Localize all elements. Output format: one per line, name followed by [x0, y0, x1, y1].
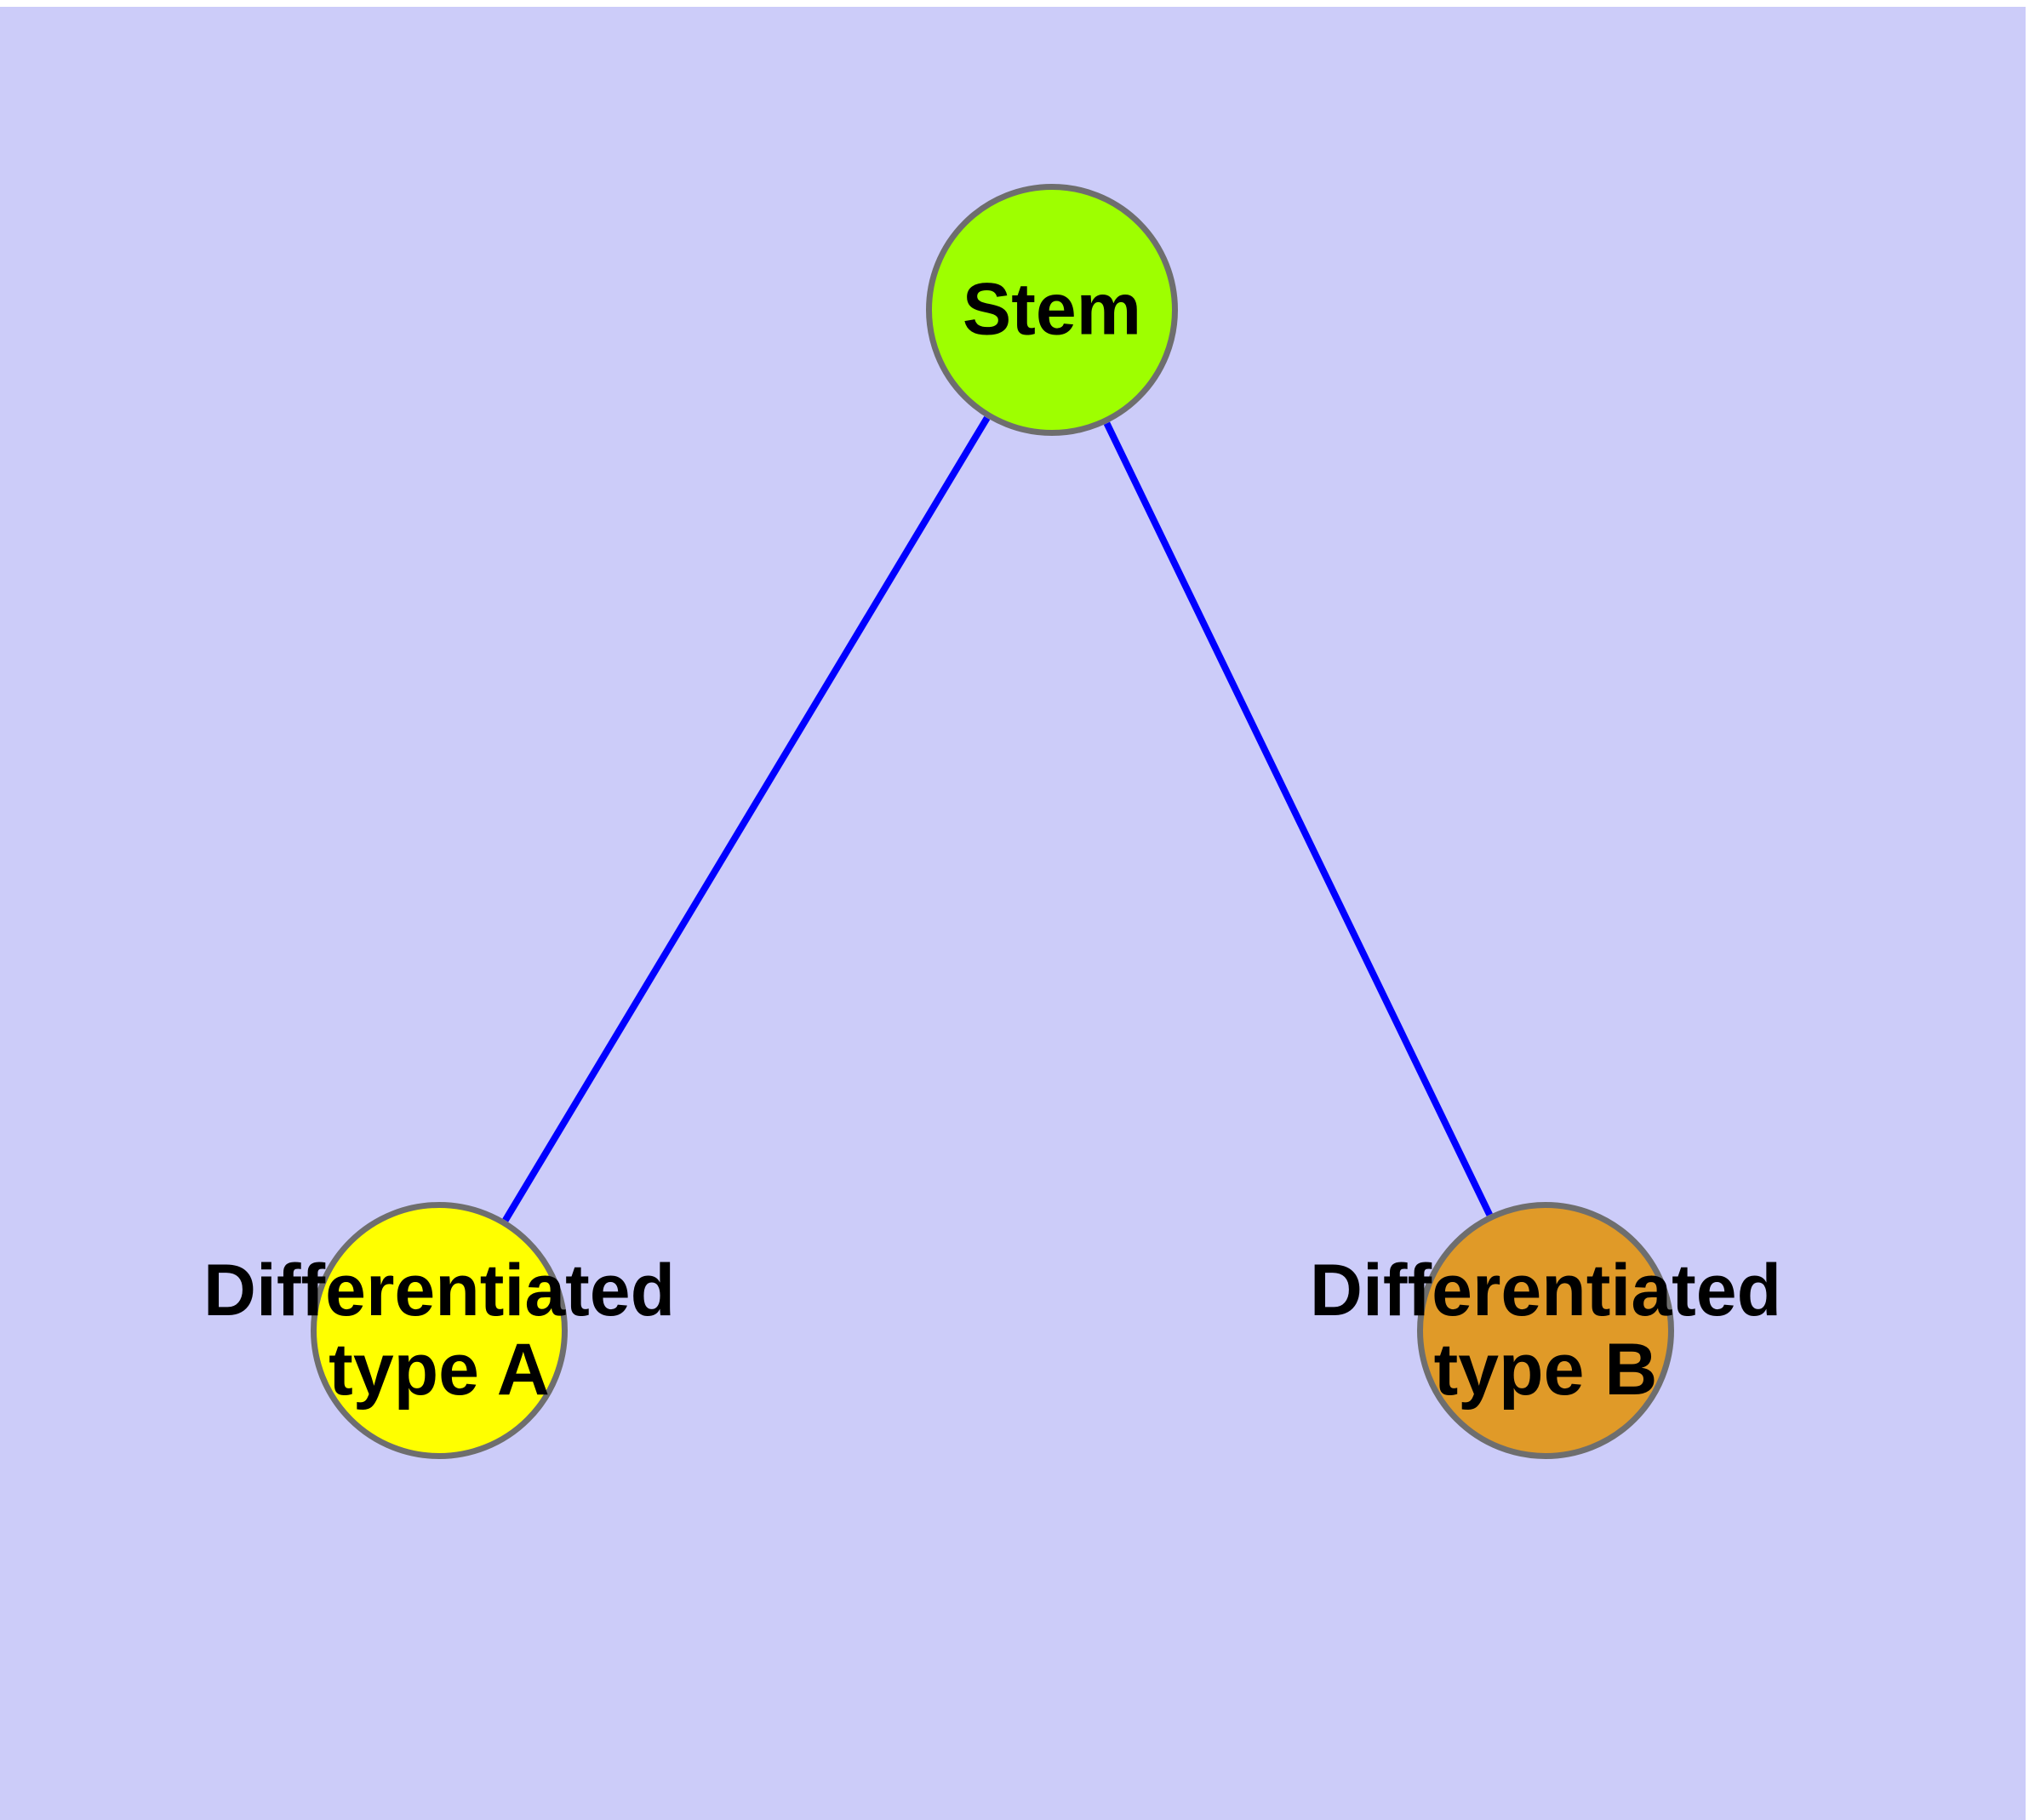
node-stem[interactable]	[926, 184, 1178, 436]
edge-stem-diff-b[interactable]	[1103, 421, 1493, 1216]
node-diff_b[interactable]	[1417, 1202, 1674, 1459]
node-layer	[311, 184, 1674, 1459]
edge-layer	[502, 415, 1493, 1222]
node-diff_a[interactable]	[311, 1202, 568, 1459]
edge-stem-diff-a[interactable]	[502, 415, 991, 1222]
